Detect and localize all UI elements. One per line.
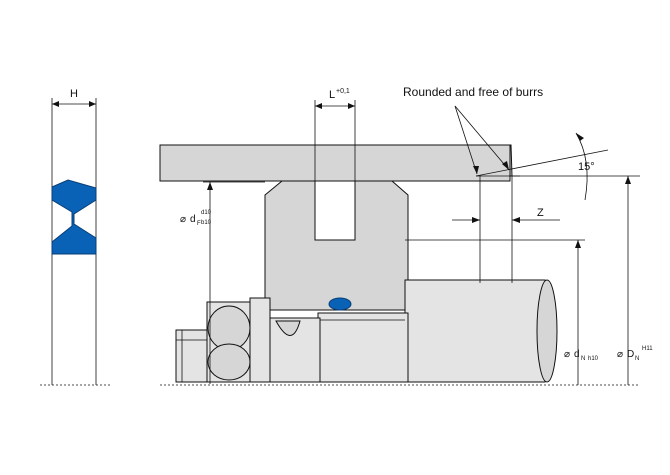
bore-wall (159, 144, 511, 182)
piston-body (264, 180, 409, 311)
piston-diameter-arrow (575, 240, 581, 248)
rod-collar (249, 297, 271, 383)
piston-groove-land (264, 180, 409, 311)
chamfer-arrow-right (512, 217, 520, 223)
edge-note-leader-2 (454, 105, 510, 171)
groove-diameter-tol-lower: b10 (201, 220, 212, 226)
rod-end-face (536, 279, 558, 383)
seal-profile-section: H (51, 88, 97, 385)
chamfer-length-label: Z (537, 207, 544, 219)
chamfer-angle-label: 15° (578, 161, 595, 173)
bore-diameter-tol: H11 (642, 346, 653, 352)
chamfer-annotations: Rounded and free of burrs 15° Z (403, 85, 640, 283)
diameter-dimensions-right: ⌀ d N h10 ⌀ D N H11 (405, 176, 653, 385)
bore-diameter-symbol: ⌀ (617, 349, 623, 360)
piston-diameter-tol: h10 (588, 356, 599, 362)
height-arrow-right (89, 101, 96, 107)
groove-arrow-left (315, 103, 322, 109)
seal-profile-shape (51, 179, 97, 255)
rod-groove-profile (275, 320, 301, 336)
nut-round-upper (207, 305, 251, 351)
groove-width-label: L (329, 89, 335, 101)
piston-diameter-symbol: ⌀ (564, 349, 570, 360)
groove-arrow-right (348, 103, 355, 109)
groove-diameter-sub: F (197, 221, 201, 227)
shaft-assembly (175, 279, 558, 383)
bore-diameter-label: D (627, 349, 634, 360)
groove-diameter-symbol: ⌀ (180, 214, 186, 225)
edge-leader-arrow-1 (473, 166, 479, 174)
angle-arrow-top (576, 133, 584, 141)
main-rod (404, 279, 553, 383)
nut-round-lower (207, 343, 251, 381)
bore-diameter-arrow (625, 176, 631, 184)
chamfer-angle-line (475, 149, 609, 177)
oring-section (328, 297, 352, 311)
groove-diameter-dimension: ⌀ d F d10 b10 (180, 181, 265, 384)
groove-diameter-arrow (207, 182, 213, 190)
piston-diameter-sub: N (581, 356, 585, 362)
groove-diameter-tol-upper: d10 (201, 210, 212, 216)
groove-width-dimension: L +0,1 (314, 88, 356, 240)
edge-note-leader-1 (454, 105, 478, 175)
height-arrow-left (52, 101, 59, 107)
piston-diameter-label: d (574, 349, 580, 360)
groove-diameter-label: d (190, 214, 196, 225)
groove-width-tolerance: +0,1 (336, 88, 350, 95)
edge-leader-arrow-2 (502, 161, 509, 170)
height-label: H (70, 88, 78, 100)
cylinder-bore (159, 144, 520, 182)
rod-thread-end (175, 329, 208, 383)
edge-note: Rounded and free of burrs (403, 85, 543, 99)
bore-diameter-sub: N (635, 356, 639, 362)
rod-section-mid (317, 312, 409, 383)
chamfer-arrow-left (472, 217, 480, 223)
